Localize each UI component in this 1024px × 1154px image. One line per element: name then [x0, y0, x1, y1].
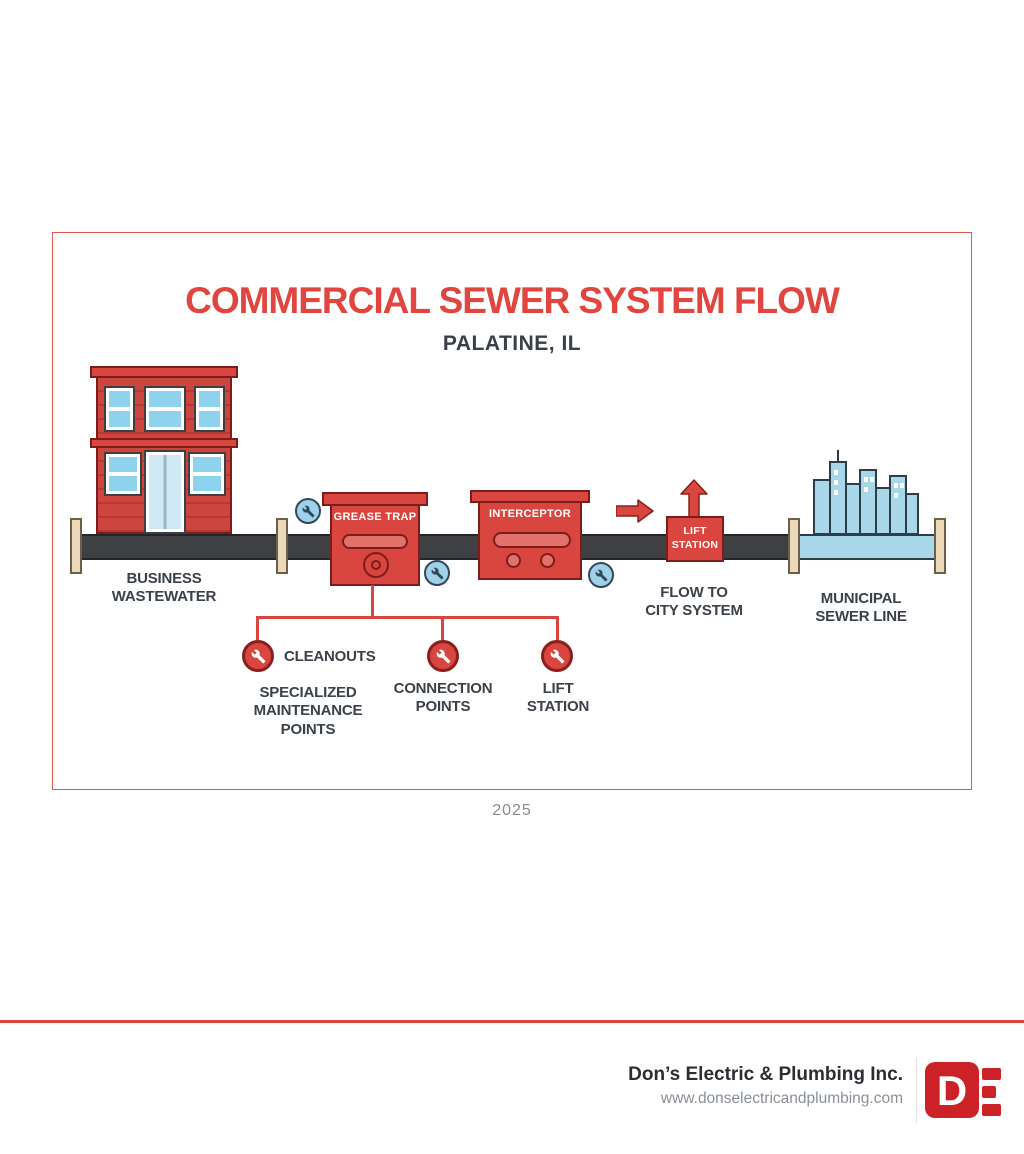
- pipe-cap: [276, 518, 288, 574]
- building-mid-cornice: [90, 438, 238, 448]
- grease-trap-slot: [342, 534, 408, 549]
- pipe-cap: [934, 518, 946, 574]
- connector-line: [256, 616, 259, 640]
- maintenance-point-cleanouts: [242, 640, 274, 672]
- page-subtitle: PALATINE, IL: [442, 332, 582, 355]
- lift-station-box-label: LIFT STATION: [671, 525, 719, 551]
- grease-trap: GREASE TRAP: [322, 490, 428, 586]
- pipe-cap: [70, 518, 82, 574]
- wrench-icon: [436, 649, 450, 663]
- svg-text:D: D: [937, 1067, 967, 1114]
- interceptor-body: INTERCEPTOR: [478, 501, 582, 580]
- arrow-right-icon: [616, 499, 654, 523]
- building-window: [106, 388, 133, 430]
- connector-line: [441, 616, 444, 640]
- interceptor-port: [506, 553, 521, 568]
- wrench-badge: [424, 560, 450, 586]
- page-title: COMMERCIAL SEWER SYSTEM FLOW: [185, 280, 840, 321]
- connector-line: [556, 616, 559, 640]
- arrow-up-icon: [680, 479, 708, 519]
- interceptor-port: [540, 553, 555, 568]
- flow-to-city-label: FLOW TO CITY SYSTEM: [645, 584, 743, 620]
- footer-website: www.donselectricandplumbing.com: [660, 1090, 903, 1107]
- grease-trap-drain: [363, 552, 389, 578]
- wrench-icon: [595, 569, 607, 581]
- maintenance-point-connection: [427, 640, 459, 672]
- building-window: [106, 454, 140, 494]
- wrench-badge: [295, 498, 321, 524]
- interceptor-slot: [493, 532, 571, 548]
- grease-trap-label: GREASE TRAP: [333, 511, 417, 523]
- footer-company-name: Don’s Electric & Plumbing Inc.: [628, 1064, 903, 1085]
- maintenance-title: SPECIALIZED MAINTENANCE POINTS: [253, 684, 363, 738]
- footer-divider-rule: [0, 1020, 1024, 1023]
- pipe-cap: [788, 518, 800, 574]
- maintenance-point-lift: [541, 640, 573, 672]
- lift-station-box: LIFT STATION: [666, 516, 724, 562]
- business-wastewater-label: BUSINESS WASTEWATER: [111, 570, 217, 606]
- connection-points-label: CONNECTION POINTS: [393, 680, 493, 716]
- connector-line: [371, 585, 374, 618]
- business-building-illustration: [88, 366, 240, 534]
- company-logo: D: [925, 1062, 1001, 1118]
- grease-trap-body: GREASE TRAP: [330, 504, 420, 586]
- lift-station-point-label: LIFT STATION: [526, 680, 590, 716]
- city-skyline-illustration: [813, 450, 919, 534]
- cleanouts-label: CLEANOUTS: [284, 648, 376, 665]
- interceptor: INTERCEPTOR: [470, 488, 590, 580]
- connector-line: [257, 616, 559, 619]
- year-label: 2025: [492, 802, 532, 819]
- wrench-icon: [431, 567, 443, 579]
- footer-vertical-divider: [916, 1058, 917, 1124]
- municipal-pipe-segment: [798, 534, 936, 560]
- building-window: [146, 388, 184, 430]
- wrench-icon: [550, 649, 564, 663]
- wrench-icon: [251, 649, 265, 663]
- diagram-frame: [52, 232, 972, 790]
- building-window: [190, 454, 224, 494]
- wrench-badge: [588, 562, 614, 588]
- building-door: [146, 452, 184, 532]
- wrench-icon: [302, 505, 314, 517]
- municipal-sewer-label: MUNICIPAL SEWER LINE: [815, 590, 907, 626]
- building-window: [196, 388, 223, 430]
- interceptor-label: INTERCEPTOR: [489, 508, 571, 520]
